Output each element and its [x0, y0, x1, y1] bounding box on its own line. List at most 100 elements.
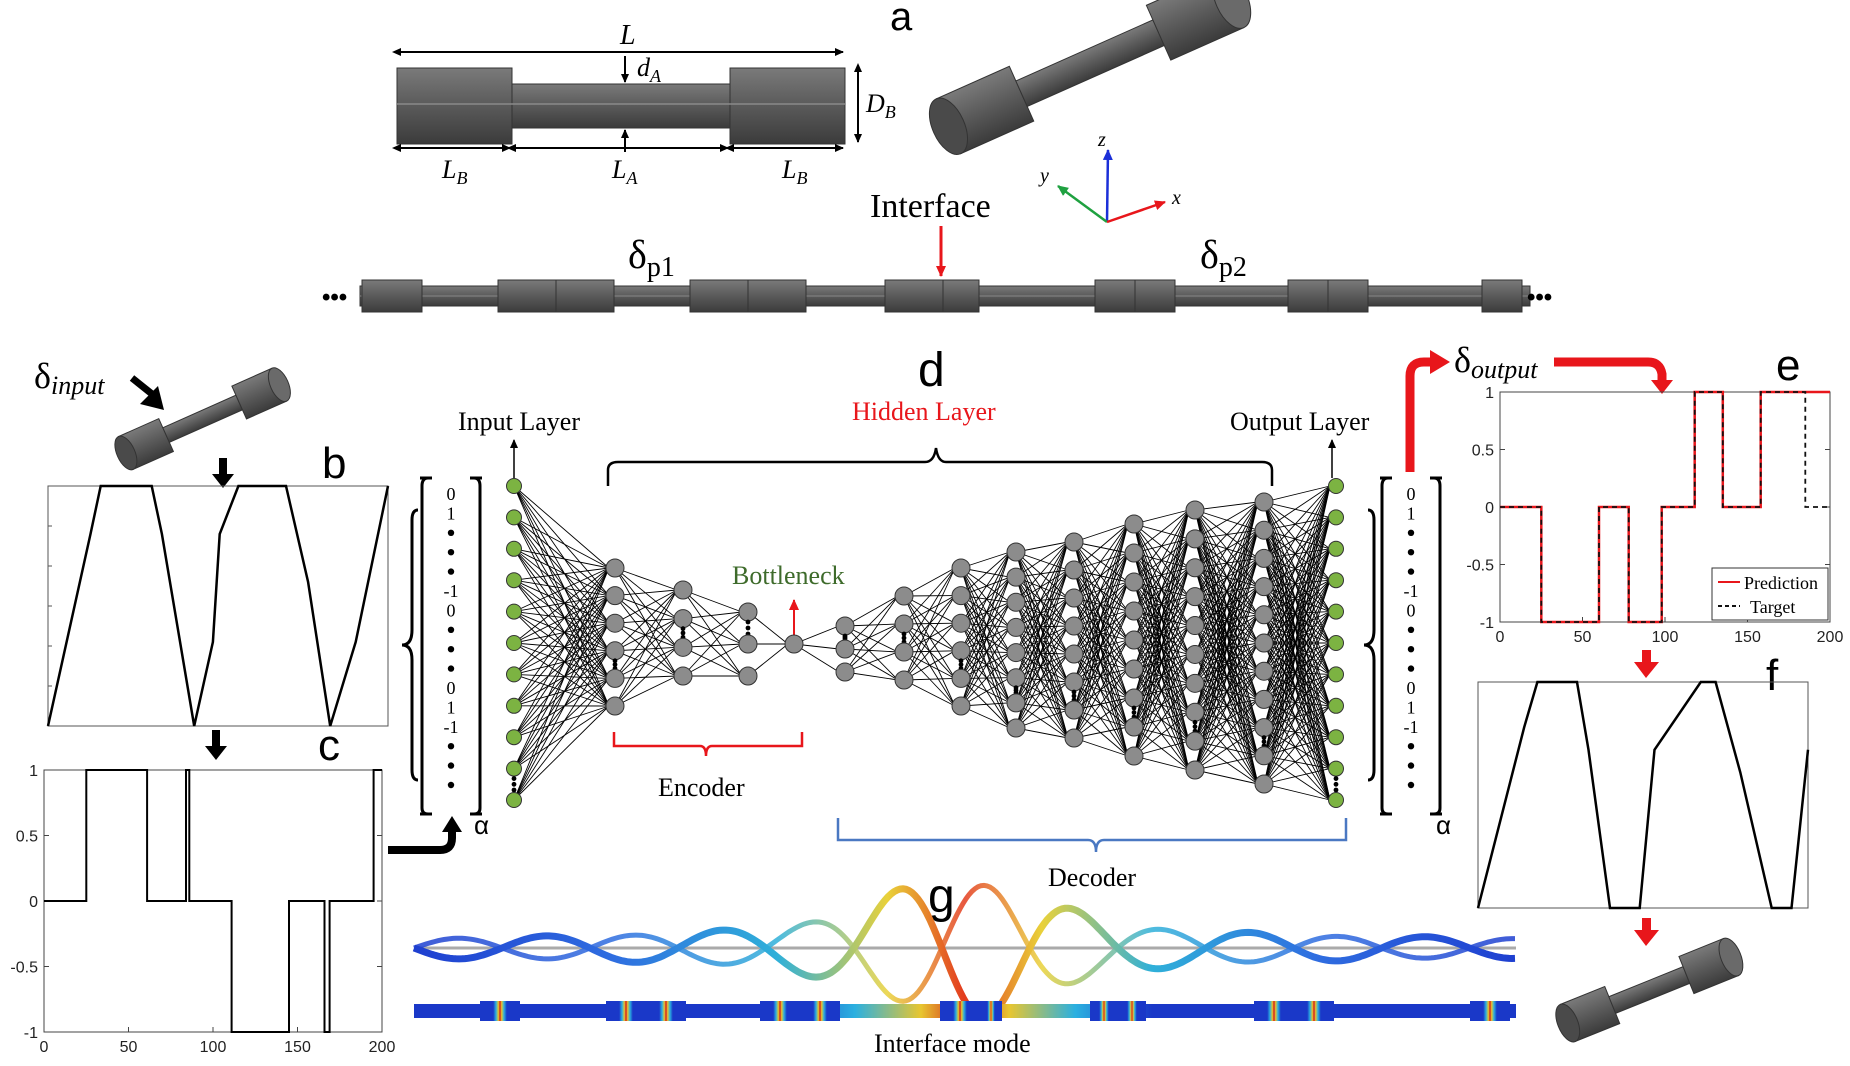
hidden-node: [605, 696, 625, 716]
network-edge: [960, 567, 1011, 653]
layer-ellipsis-dot: [745, 619, 751, 625]
panel-e-ytick-label: -1: [1480, 615, 1494, 632]
hidden-node: [894, 642, 914, 662]
layer-ellipsis-dot: [1261, 735, 1267, 740]
network-edge: [1015, 576, 1069, 683]
alpha-input: α: [474, 810, 489, 840]
network-edge: [513, 548, 610, 597]
network-edge: [960, 652, 1011, 707]
network-edge: [1015, 601, 1069, 627]
network-edge: [1263, 642, 1331, 728]
io-node: [1328, 729, 1344, 746]
dim-dA-label: dA: [637, 53, 662, 86]
network-edge: [513, 705, 610, 769]
network-edge: [1073, 523, 1129, 655]
layer-ellipsis-dot: [680, 626, 686, 632]
network-edge: [1263, 642, 1331, 700]
panel-c-ytick-label: 1: [29, 763, 38, 780]
network-edge: [1133, 711, 1190, 757]
panel-e-xtick-label: 0: [1496, 629, 1505, 646]
down-arrow-to-f: [1634, 650, 1659, 678]
network-edge: [614, 650, 678, 677]
network-edge: [1194, 501, 1259, 684]
network-edge: [1263, 611, 1331, 700]
arrow-vector-to-output: [1405, 357, 1432, 472]
network-edge: [1263, 727, 1331, 738]
network-edge: [513, 678, 610, 769]
network-edge: [1015, 677, 1069, 711]
network-edge: [513, 622, 610, 707]
hidden-node: [1185, 616, 1205, 636]
network-edge: [1263, 548, 1331, 559]
network-edge: [1263, 485, 1331, 644]
network-edge: [513, 673, 610, 707]
network-edge: [1194, 501, 1259, 655]
vector-value: 0: [447, 600, 456, 620]
network-edge: [682, 611, 743, 648]
network-edge: [1073, 523, 1129, 571]
network-edge: [1263, 579, 1331, 588]
hidden-node: [673, 580, 693, 600]
network-edge: [1133, 509, 1190, 757]
panel-e-xtick-label: 100: [1652, 629, 1679, 646]
vector-dot: [447, 549, 455, 556]
network-edge: [513, 567, 610, 613]
network-edge: [1015, 551, 1069, 599]
network-edge: [1263, 548, 1331, 785]
io-node: [1328, 760, 1344, 777]
io-node: [1328, 635, 1344, 651]
network-edge: [682, 643, 743, 648]
panel-c-xtick-label: 100: [200, 1039, 227, 1056]
network-edge: [1263, 642, 1331, 757]
network-edge: [1194, 501, 1259, 540]
network-edge: [513, 548, 610, 569]
network-edge: [513, 579, 610, 652]
input-layer-label: Input Layer: [458, 407, 580, 436]
network-edge: [513, 650, 610, 801]
output-unit-cell: [1555, 937, 1744, 1043]
network-edge: [844, 595, 899, 673]
layer-ellipsis-dot: [1071, 689, 1077, 695]
panel-e-xtick-label: 50: [1574, 629, 1592, 646]
hidden-node: [1064, 672, 1084, 692]
network-edge: [513, 595, 610, 675]
arrow-c-to-vector: [388, 816, 462, 854]
coordinate-axes: z y x: [1038, 129, 1181, 224]
network-edge: [1015, 652, 1069, 683]
vector-value: -1: [1404, 717, 1419, 737]
layer-ellipsis-dot: [511, 787, 517, 793]
network-edge: [513, 611, 610, 679]
network-edge: [1263, 558, 1331, 644]
network-edge: [1073, 523, 1129, 739]
network-edge: [513, 567, 610, 644]
network-edge: [960, 567, 1011, 628]
network-edge: [1263, 755, 1331, 770]
network-edge: [960, 601, 1011, 652]
io-node: [506, 729, 522, 746]
hidden-node: [1185, 702, 1205, 722]
decoder-bracket: [836, 818, 1348, 853]
network-edge: [1263, 614, 1331, 675]
network-edge: [1263, 642, 1331, 675]
network-edge: [960, 622, 1011, 679]
layer-ellipsis-dot: [1261, 739, 1267, 745]
panel-c-xtick-label: 150: [284, 1039, 311, 1056]
network-edge: [1263, 579, 1331, 700]
network-edge: [1133, 509, 1190, 583]
network-edge: [1015, 627, 1069, 711]
panel-c-ytick-label: 0: [29, 894, 38, 911]
network-edge: [614, 567, 678, 648]
hidden-node: [951, 586, 971, 606]
network-edge: [1263, 517, 1331, 559]
network-edge: [513, 705, 610, 738]
interface-label: Interface: [870, 188, 991, 225]
panel-letter-d: d: [918, 344, 945, 397]
network-edge: [1263, 485, 1331, 503]
hidden-node: [605, 613, 625, 633]
network-edges: [513, 485, 1331, 801]
vector-dot: [1407, 626, 1415, 633]
network-edge: [1263, 558, 1331, 612]
network-edge: [1015, 597, 1069, 628]
network-edge: [513, 567, 610, 581]
